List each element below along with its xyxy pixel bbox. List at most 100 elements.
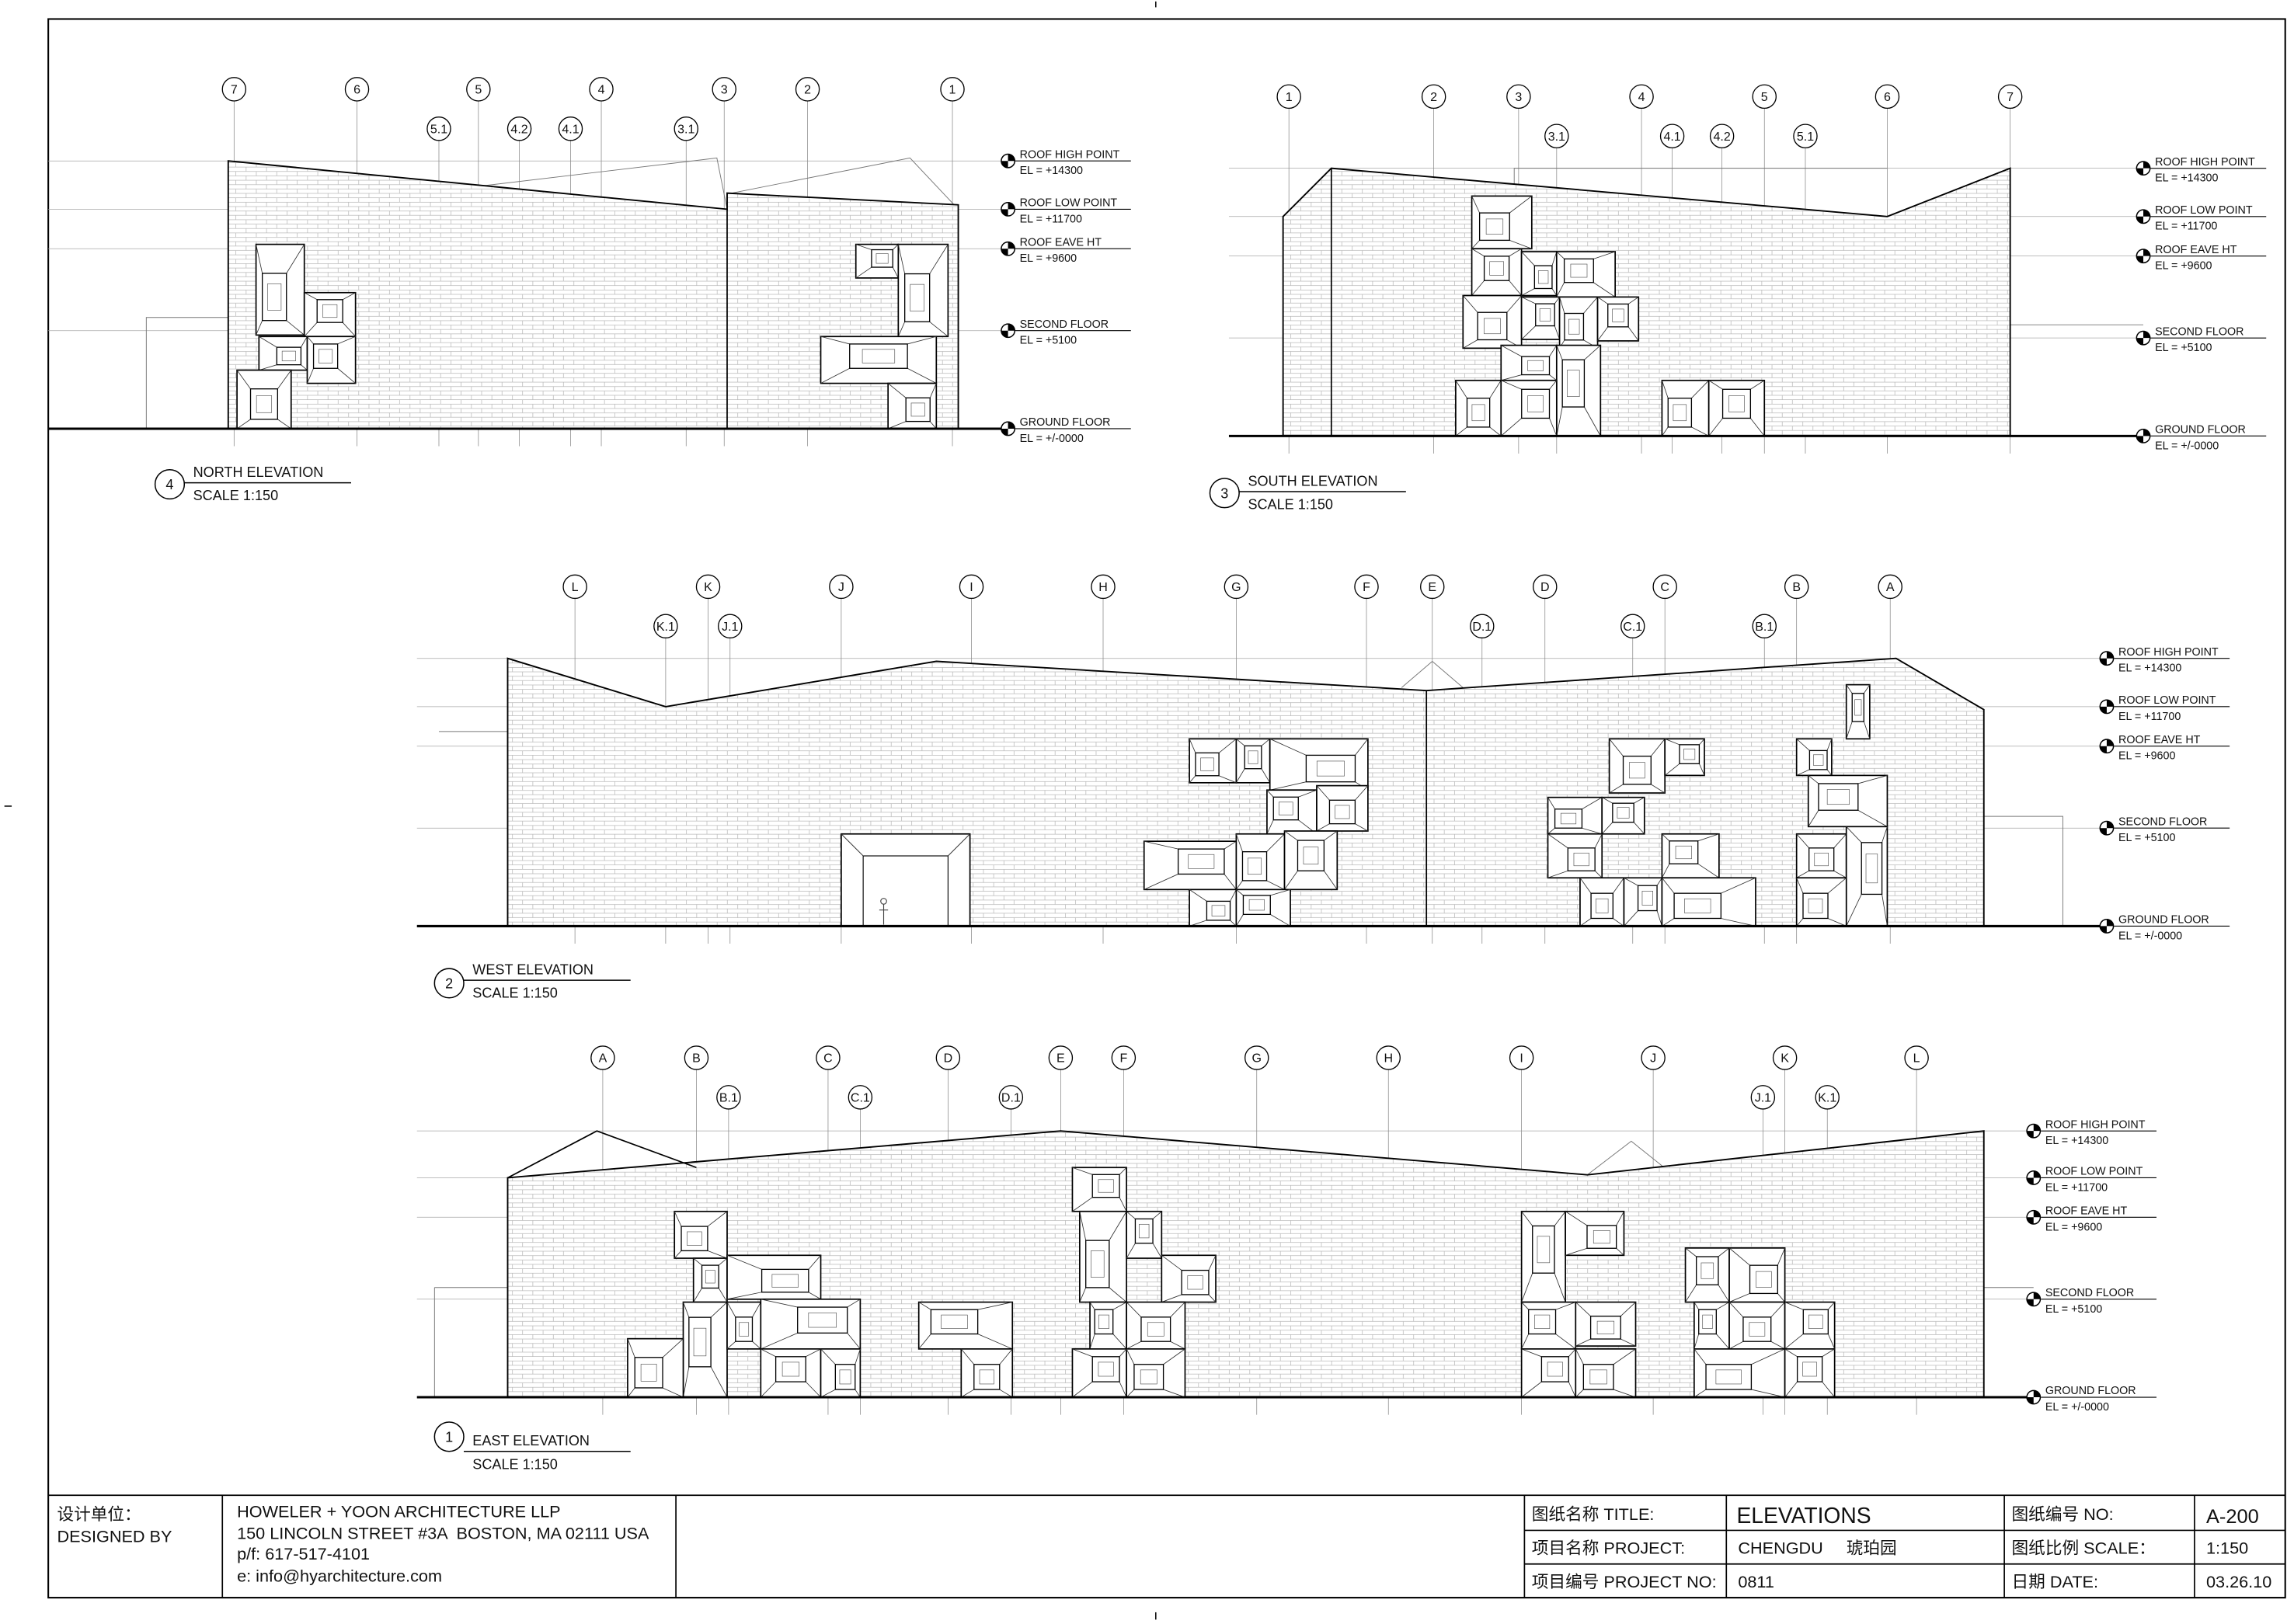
designed-by-label: DESIGNED BY: [57, 1527, 172, 1546]
grid-bubble: [816, 1045, 841, 1070]
window-bay: [1784, 1348, 1836, 1398]
brick-facade: [1282, 167, 2011, 437]
grid-label: D: [944, 1052, 953, 1066]
grid-label: 6: [353, 84, 360, 97]
grid-bubble: [829, 574, 854, 600]
grid-bubble: [1904, 1045, 1929, 1070]
subgrid-label: B.1: [1755, 621, 1774, 634]
grid-label: E: [1428, 581, 1436, 594]
level-marker-icon: [2136, 249, 2151, 264]
level-name: ROOF LOW POINT: [2045, 1166, 2143, 1178]
grid-bubble: [1091, 574, 1116, 600]
view-name: NORTH ELEVATION: [193, 464, 324, 480]
firm-address: 150 LINCOLN STREET #3A BOSTON, MA 02111 …: [237, 1524, 649, 1543]
window-bay: [1684, 1247, 1730, 1303]
grid-label: A: [1886, 581, 1895, 594]
firm-name: HOWELER + YOON ARCHITECTURE LLP: [237, 1501, 561, 1521]
window-bay: [1565, 1210, 1625, 1257]
grid-label: I: [969, 581, 973, 594]
grid-label: J: [1650, 1052, 1656, 1066]
level-elevation: EL = +11700: [2045, 1181, 2108, 1194]
subgrid-label: 4.2: [510, 123, 527, 136]
level-elevation: EL = +14300: [2118, 662, 2181, 675]
grid-bubble: [1376, 1045, 1401, 1070]
window-bay: [897, 243, 949, 338]
grid-label: J: [838, 581, 844, 594]
level-name: ROOF EAVE HT: [2155, 244, 2237, 256]
window-bay: [1608, 738, 1666, 794]
level-name: SECOND FLOOR: [2155, 325, 2244, 338]
grid-bubble: [959, 574, 984, 600]
roof-line: [482, 157, 728, 210]
grid-bubble: [344, 77, 370, 102]
date-value: 03.26.10: [2206, 1572, 2271, 1591]
window-bay: [1596, 296, 1640, 342]
grid-bubble: [1048, 1045, 1074, 1070]
level-name: ROOF LOW POINT: [1020, 197, 1118, 210]
grid-bubble: [1354, 574, 1379, 600]
window-bay: [627, 1337, 684, 1398]
subgrid-bubble: [1544, 123, 1569, 148]
drawing-title: ELEVATIONS: [1736, 1503, 1871, 1528]
window-bay: [1728, 1247, 1786, 1303]
window-bay: [1795, 877, 1847, 927]
window-bay: [303, 291, 357, 338]
window-bay: [855, 243, 900, 279]
window-bay: [1795, 738, 1833, 777]
view-scale: SCALE 1:150: [1248, 497, 1333, 513]
subgrid-label: J.1: [1755, 1091, 1771, 1104]
grid-bubble: [1878, 574, 1902, 600]
grid-label: I: [1519, 1052, 1523, 1066]
window-bay: [917, 1301, 1014, 1350]
subgrid-label: 4.1: [562, 123, 579, 136]
window-bay: [1462, 294, 1523, 349]
window-bay: [887, 382, 938, 429]
grid-bubble: [1772, 1045, 1798, 1070]
window-bay: [820, 1348, 862, 1398]
window-bay: [1143, 840, 1238, 891]
view-name: EAST ELEVATION: [472, 1433, 590, 1448]
level-elevation: EL = +9600: [2045, 1221, 2102, 1233]
subgrid-label: 3.1: [677, 123, 694, 136]
window-bay: [1694, 1301, 1730, 1350]
grid-bubble: [795, 77, 820, 102]
title-block: 设计单位： DESIGNED BY HOWELER + YOON ARCHITE…: [48, 1494, 2285, 1598]
level-marker-icon: [2099, 919, 2115, 934]
grid-bubble: [935, 1045, 961, 1070]
window-bay: [1623, 877, 1663, 927]
subgrid-label: C.1: [1623, 621, 1642, 634]
grid-label: G: [1231, 581, 1241, 594]
level-marker-icon: [1001, 201, 1016, 217]
level-marker-icon: [2099, 651, 2115, 666]
firm-phone: p/f: 617-517-4101: [237, 1544, 370, 1563]
grid-label: 4: [1638, 91, 1645, 104]
scale-label: 图纸比例 SCALE：: [2012, 1539, 2156, 1558]
subgrid-bubble: [718, 614, 743, 638]
level-elevation: EL = +9600: [2155, 260, 2212, 273]
view-number-bubble: [433, 1421, 465, 1452]
level-name: ROOF HIGH POINT: [2118, 646, 2219, 659]
level-marker-icon: [2099, 739, 2115, 754]
grid-label: 5: [1761, 91, 1768, 104]
window-bay: [1089, 1301, 1127, 1350]
window-bay: [1235, 889, 1291, 927]
level-marker-icon: [2136, 161, 2151, 176]
level-elevation: EL = +14300: [2155, 172, 2218, 185]
grid-label: C: [823, 1052, 833, 1066]
window-bay: [1520, 1348, 1577, 1398]
window-bay: [1520, 1210, 1566, 1303]
level-elevation: EL = +9600: [1020, 252, 1077, 265]
level-marker-icon: [2099, 699, 2115, 715]
grid-label: B: [692, 1052, 701, 1066]
window-bay: [820, 336, 938, 384]
window-bay: [1555, 344, 1602, 437]
level-name: ROOF HIGH POINT: [1020, 148, 1120, 161]
level-elevation: EL = +/-0000: [2155, 440, 2219, 452]
sheet-no-label: 图纸编号 NO:: [2012, 1504, 2114, 1524]
window-bay: [1728, 1301, 1786, 1350]
grid-bubble: [1652, 574, 1677, 600]
